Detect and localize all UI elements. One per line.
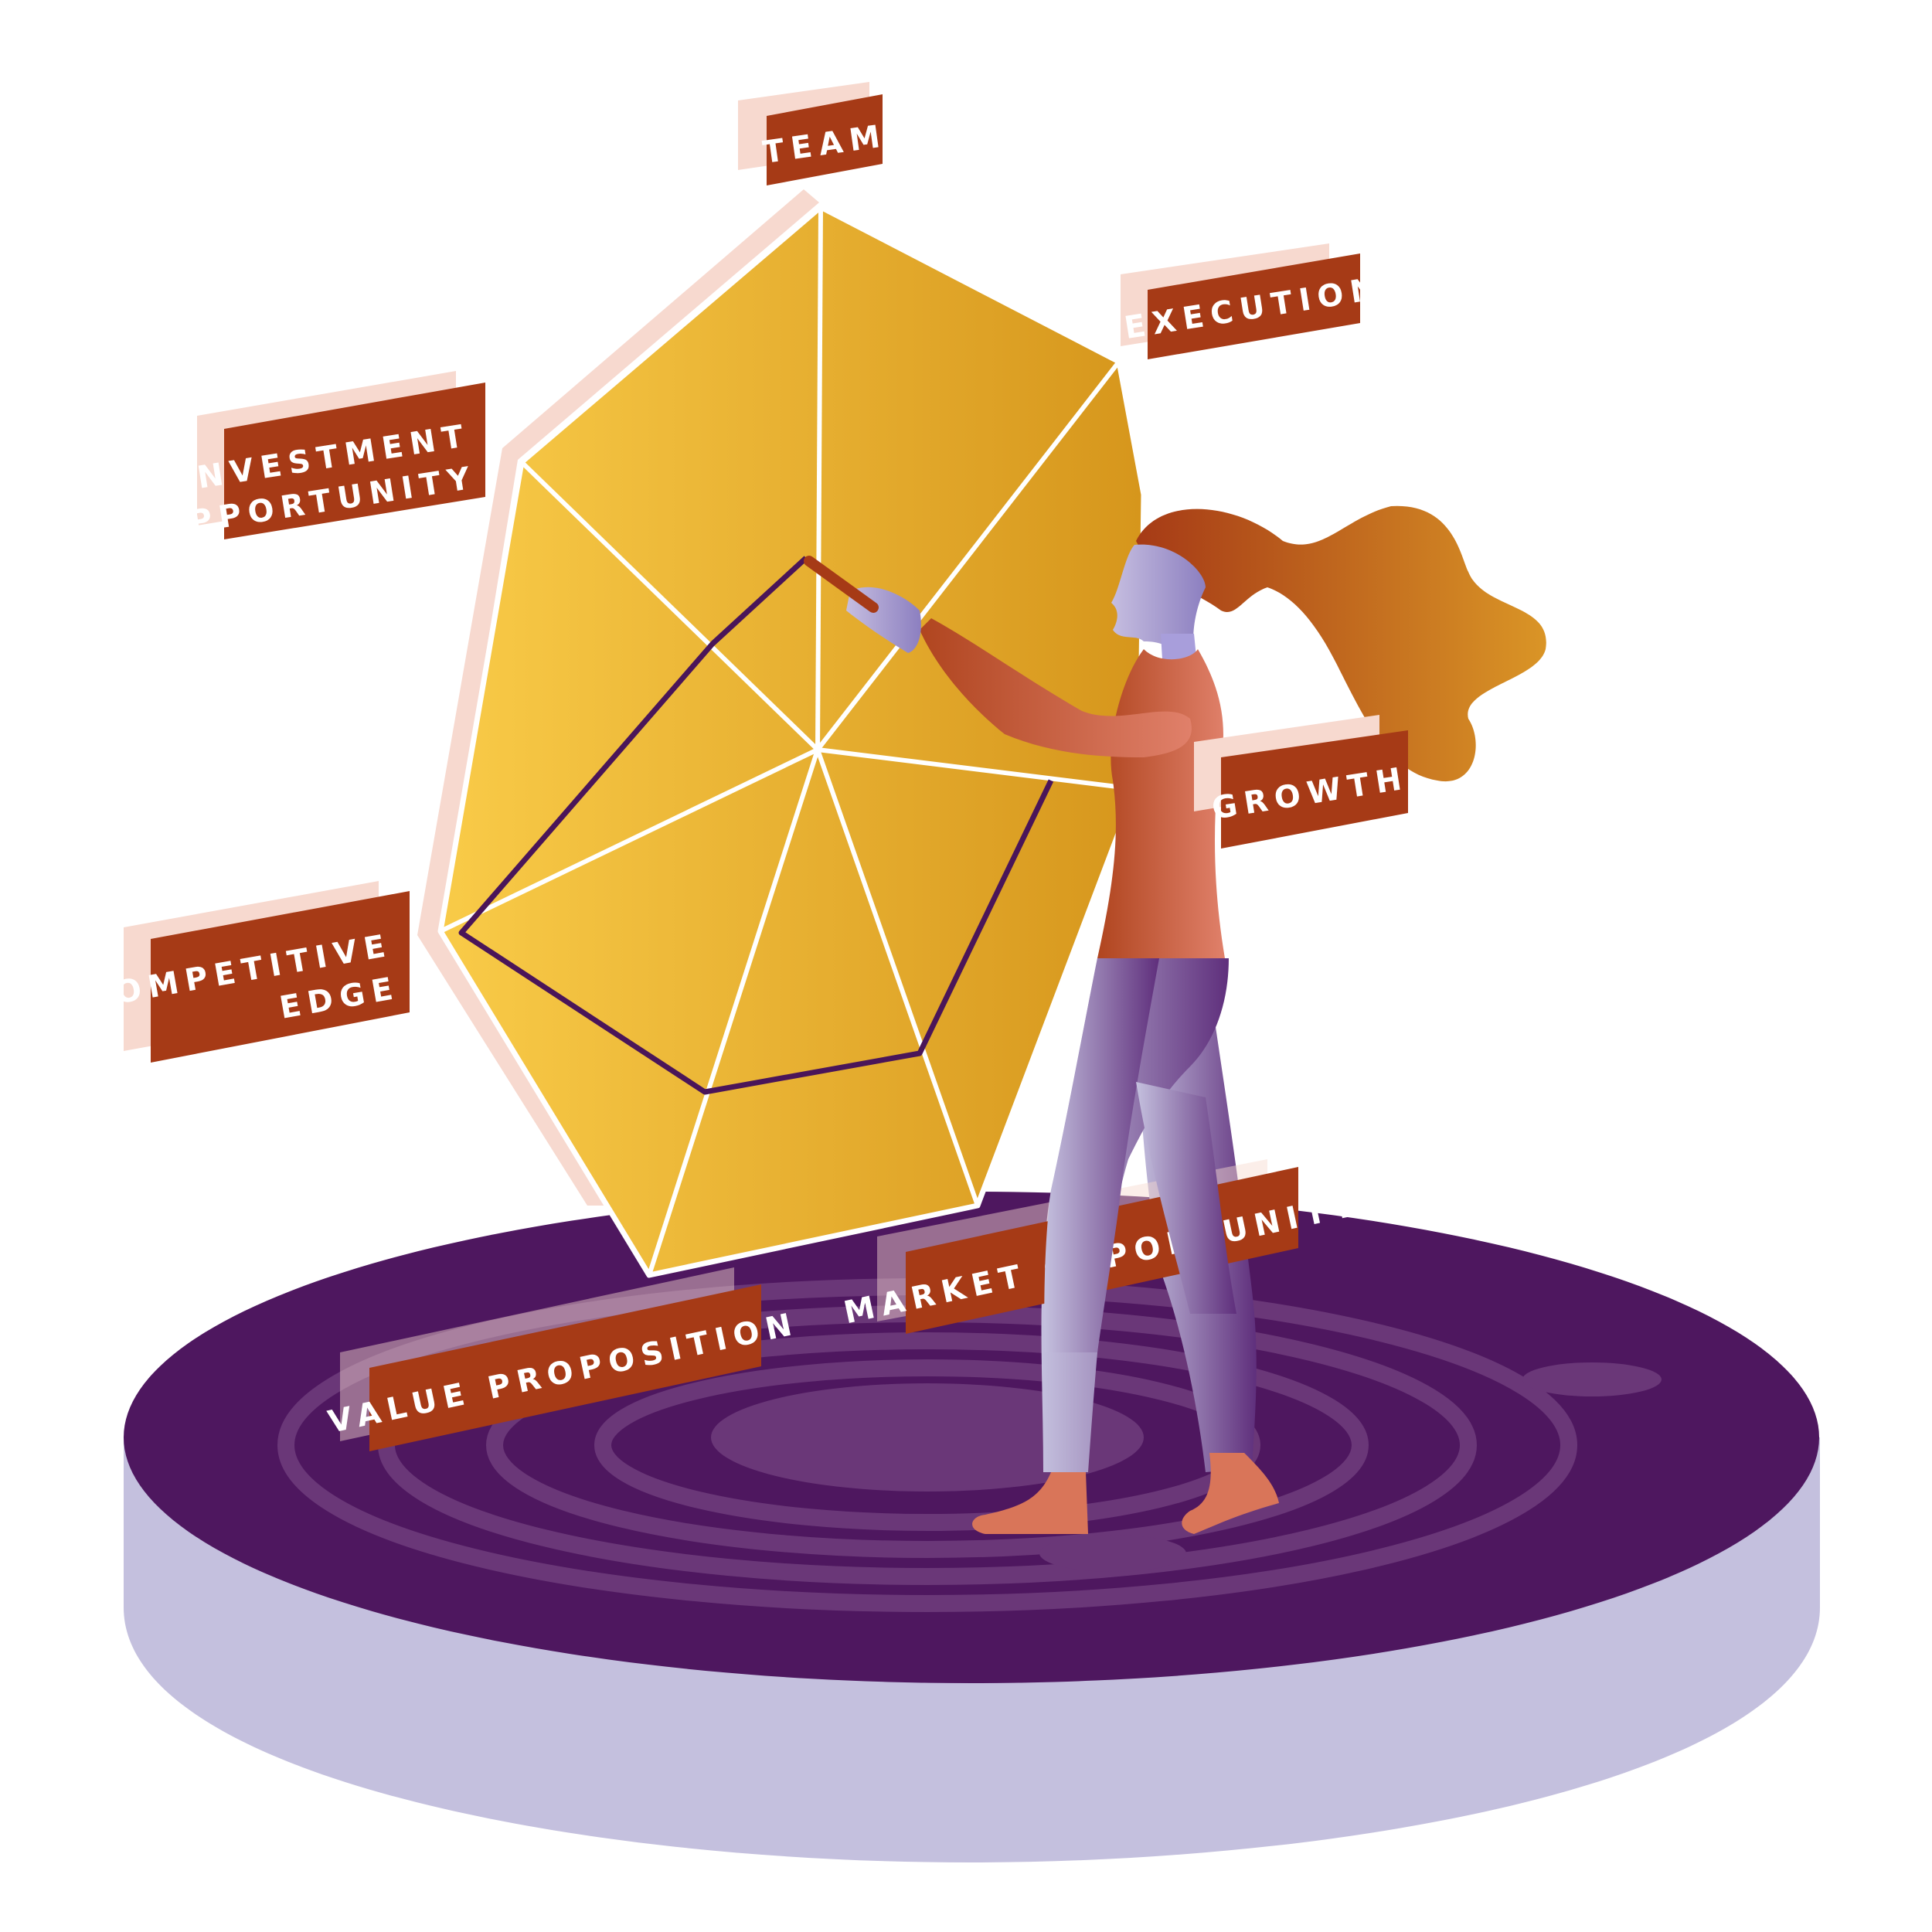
radar-spokes bbox=[439, 206, 1143, 1276]
label-execution: EXECUTION bbox=[1121, 243, 1386, 359]
radar-chart bbox=[417, 189, 1147, 1278]
platform-center bbox=[711, 1383, 1144, 1492]
platform bbox=[124, 1192, 1820, 1862]
pen bbox=[804, 556, 879, 613]
radar-shadow bbox=[417, 189, 819, 1206]
label-team-bg bbox=[767, 94, 883, 185]
label-competitive-bg bbox=[151, 891, 410, 1063]
label-growth-bg bbox=[1221, 730, 1408, 849]
label-competitive-edge: COMPETITIVE EDGE bbox=[83, 881, 410, 1063]
face bbox=[1111, 544, 1206, 657]
woman-drawing-icon bbox=[804, 505, 1546, 1534]
platform-node-right bbox=[1522, 1362, 1662, 1396]
label-investment-opportunity: INVESTMENT OPPORTUNITY bbox=[154, 371, 485, 546]
leg-front-overlay bbox=[1044, 958, 1236, 1352]
label-team: TEAM bbox=[738, 82, 889, 185]
platform-node-bottom bbox=[1039, 1535, 1186, 1572]
hair bbox=[1136, 505, 1546, 782]
label-investment-bg bbox=[224, 383, 485, 539]
arm bbox=[920, 618, 1192, 757]
label-value-bg bbox=[369, 1284, 761, 1451]
shoe-front bbox=[972, 1472, 1088, 1534]
score-line bbox=[458, 556, 1054, 1095]
shoe-back bbox=[1182, 1453, 1279, 1534]
label-execution-bg bbox=[1148, 253, 1360, 359]
label-growth: GROWTH bbox=[1194, 715, 1411, 849]
radar-area bbox=[440, 207, 1144, 1275]
